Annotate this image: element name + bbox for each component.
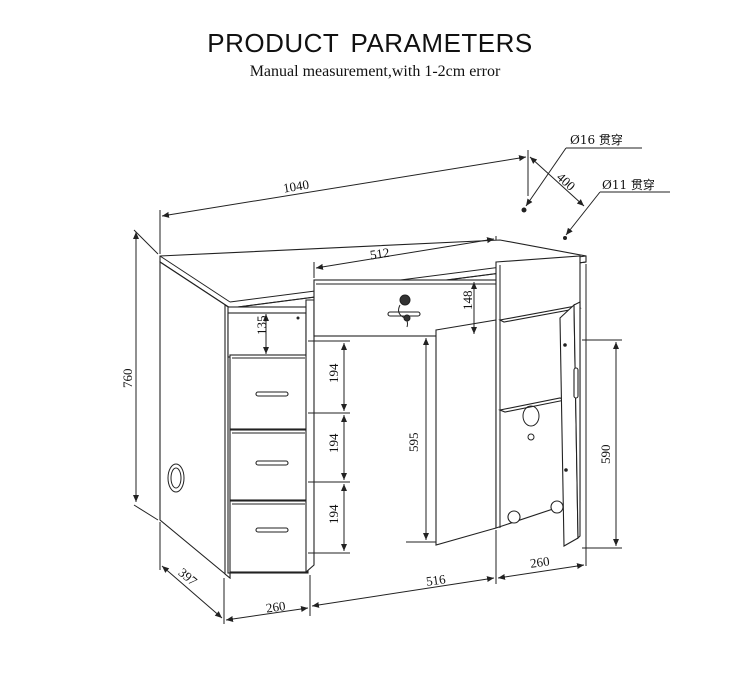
dim-depth-side: 397 <box>176 565 201 589</box>
dim-drawer-1: 194 <box>326 363 341 383</box>
dim-middle-width: 516 <box>425 571 447 589</box>
dim-drawer-3: 194 <box>326 504 341 524</box>
dim-kneehole-height: 595 <box>406 433 421 453</box>
note-hole-11: Ø11 贯穿 <box>602 177 655 192</box>
cabinet-door-handle <box>573 367 579 399</box>
dim-cabinet-height: 590 <box>598 445 613 465</box>
page-title: PRODUCT PARAMETERS <box>207 28 533 58</box>
lock-icon <box>398 294 411 328</box>
dim-width-top: 1040 <box>282 177 310 196</box>
dim-drawer-width: 512 <box>369 245 391 263</box>
page-subtitle: Manual measurement,with 1-2cm error <box>249 63 501 80</box>
dim-drawer-2: 194 <box>326 433 341 453</box>
drawer-3 <box>229 500 308 573</box>
drawer-3-handle <box>255 527 289 533</box>
dim-small-drawer-height: 135 <box>254 316 269 336</box>
hole-16-icon <box>521 207 527 213</box>
dim-right-width: 260 <box>529 553 550 571</box>
dim-drawer-height: 148 <box>460 291 475 311</box>
center-drawer-handle <box>387 311 421 317</box>
drawer-1-handle <box>255 391 289 397</box>
hole-11-icon <box>563 236 567 240</box>
dim-left-width: 260 <box>265 598 286 616</box>
note-hole-16: Ø16 贯穿 <box>570 132 623 147</box>
left-side-panel <box>159 260 231 580</box>
caster-icon <box>507 500 564 524</box>
grommet-icon <box>167 463 185 493</box>
dim-depth-top: 400 <box>554 169 579 193</box>
middle-panel <box>435 319 497 546</box>
drawer-2-handle <box>255 460 289 466</box>
dim-height-total: 760 <box>120 369 135 389</box>
